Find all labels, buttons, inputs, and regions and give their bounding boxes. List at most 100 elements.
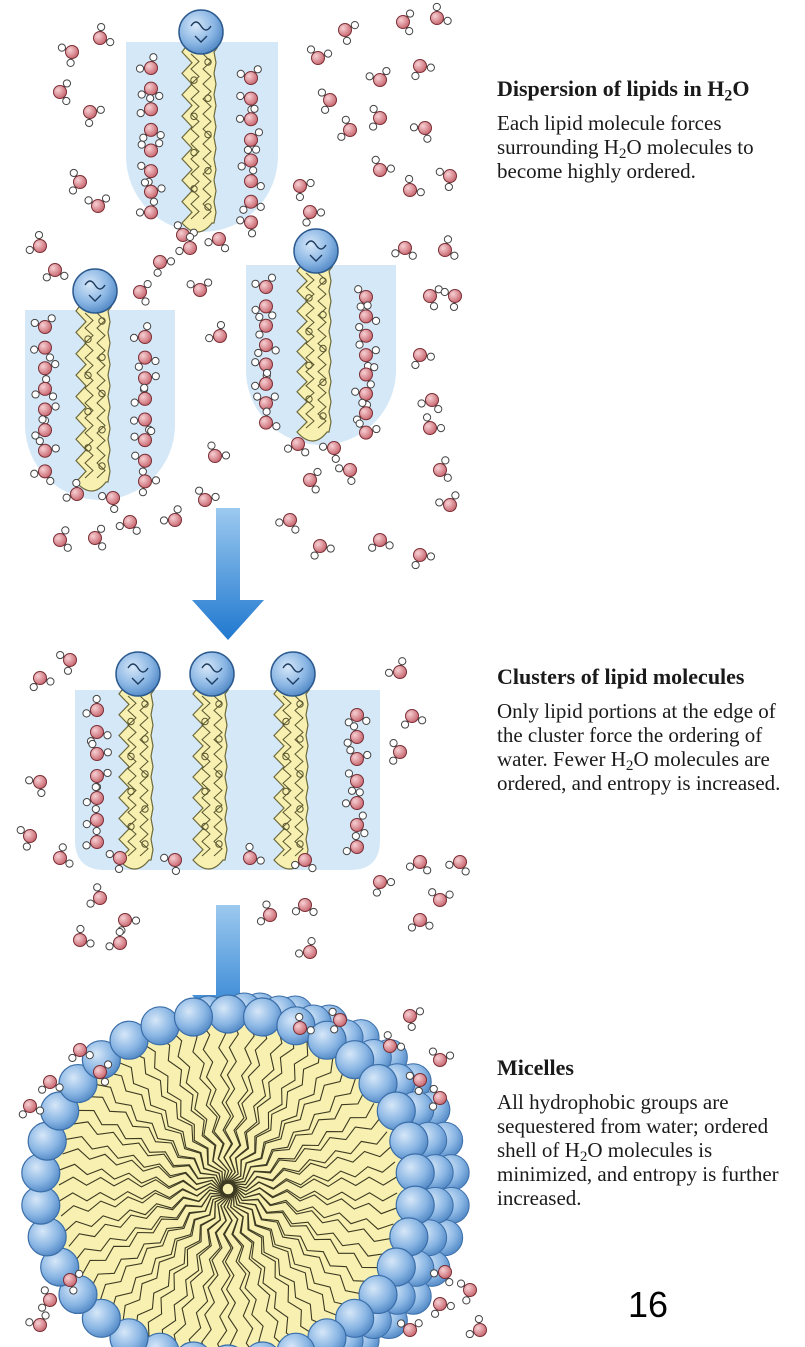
oxygen-atom <box>474 1324 487 1337</box>
hydrogen-atom <box>99 493 106 500</box>
hydrogen-atom <box>256 331 263 338</box>
hydrogen-atom <box>106 943 113 950</box>
water-molecule <box>457 1280 476 1304</box>
oxygen-atom <box>39 444 52 457</box>
hydrogen-atom <box>136 65 143 72</box>
oxygen-atom <box>245 113 258 126</box>
hydrogen-atom <box>311 552 318 559</box>
hydrogen-atom <box>317 209 324 216</box>
water-molecule <box>408 914 433 932</box>
oxygen-atom <box>260 300 273 313</box>
hydrogen-atom <box>269 312 276 319</box>
hydrogen-atom <box>446 1052 453 1059</box>
oxygen-atom <box>464 1284 477 1297</box>
hydrogen-atom <box>246 843 253 850</box>
water-molecule <box>257 901 276 925</box>
hydrogen-atom <box>131 433 138 440</box>
hydrogen-atom <box>446 891 453 898</box>
oxygen-atom <box>44 1076 57 1089</box>
oxygen-atom <box>44 1294 57 1307</box>
water-molecule <box>418 394 442 413</box>
hydrogen-atom <box>43 376 50 383</box>
lipid-tail <box>182 48 217 232</box>
hydrogen-atom <box>373 425 380 432</box>
oxygen-atom <box>71 488 84 501</box>
oxygen-atom <box>264 909 277 922</box>
oxygen-atom <box>114 852 127 865</box>
hydrogen-atom <box>97 106 104 113</box>
oxygen-atom <box>374 876 387 889</box>
oxygen-atom <box>91 792 104 805</box>
oxygen-atom <box>39 341 52 354</box>
water-molecule <box>303 206 325 227</box>
hydrogen-atom <box>86 119 93 126</box>
water-molecule <box>429 1048 453 1067</box>
hydrogen-atom <box>292 861 299 868</box>
hydrogen-atom <box>424 867 431 874</box>
hydrogen-atom <box>148 427 155 434</box>
hydrogen-atom <box>83 842 90 849</box>
oxygen-atom <box>360 291 373 304</box>
hydrogen-atom <box>160 517 167 524</box>
oxygen-atom <box>24 1100 37 1113</box>
hydrogen-atom <box>256 313 263 320</box>
oxygen-atom <box>54 534 67 547</box>
hydrogen-atom <box>144 280 151 287</box>
oxygen-atom <box>414 856 427 869</box>
hydrogen-atom <box>401 721 408 728</box>
oxygen-atom <box>39 465 52 478</box>
oxygen-atom <box>89 532 102 545</box>
water-molecule <box>292 899 317 916</box>
hydrogen-atom <box>408 1023 415 1030</box>
hydrogen-atom <box>418 400 425 407</box>
water-molecule <box>26 776 47 797</box>
hydrogen-atom <box>30 683 37 690</box>
hydrogen-atom <box>140 134 147 141</box>
hydrogen-atom <box>312 486 319 493</box>
hydrogen-atom <box>83 710 90 717</box>
hydrogen-atom <box>424 135 431 142</box>
oxygen-atom <box>351 797 364 810</box>
hydrogen-atom <box>442 457 449 464</box>
caption-title: Micelles <box>497 1055 802 1080</box>
hydrogen-atom <box>427 64 434 71</box>
hydrogen-atom <box>372 347 379 354</box>
oxygen-atom <box>334 1014 347 1027</box>
hydrogen-atom <box>406 175 413 182</box>
hydrogen-atom <box>412 72 419 79</box>
oxygen-atom <box>260 416 273 429</box>
water-molecule <box>85 195 110 213</box>
oxygen-atom <box>169 854 182 867</box>
hydrogen-atom <box>152 373 159 380</box>
water-molecule <box>19 1100 43 1118</box>
hydrogen-atom <box>36 1107 43 1114</box>
hydrogen-atom <box>430 1085 437 1092</box>
hydrogen-atom <box>347 747 354 754</box>
hydrogen-atom <box>133 527 140 534</box>
hydrogen-atom <box>36 437 43 444</box>
hydrogen-atom <box>409 252 416 259</box>
oxygen-atom <box>328 442 341 455</box>
page-number: 16 <box>628 1284 668 1326</box>
oxygen-atom <box>34 1319 47 1332</box>
water-molecule <box>57 651 77 674</box>
hydrogen-atom <box>240 206 247 213</box>
hydrogen-atom <box>111 505 118 512</box>
oxygen-atom <box>426 394 439 407</box>
water-molecule <box>237 216 258 237</box>
water-molecule <box>318 89 336 113</box>
oxygen-atom <box>304 474 317 487</box>
hydrogen-atom <box>406 1072 413 1079</box>
hydrogen-atom <box>39 416 46 423</box>
water-molecule <box>446 856 469 876</box>
oxygen-atom <box>39 424 52 437</box>
water-molecule <box>160 506 181 527</box>
oxygen-atom <box>145 62 158 75</box>
oxygen-atom <box>312 52 325 65</box>
hydrogen-atom <box>343 847 350 854</box>
hydrogen-atom <box>462 868 469 875</box>
oxygen-atom <box>54 86 67 99</box>
hydrogen-atom <box>296 1013 303 1020</box>
hydrogen-atom <box>463 1297 470 1304</box>
hydrogen-atom <box>139 489 146 496</box>
